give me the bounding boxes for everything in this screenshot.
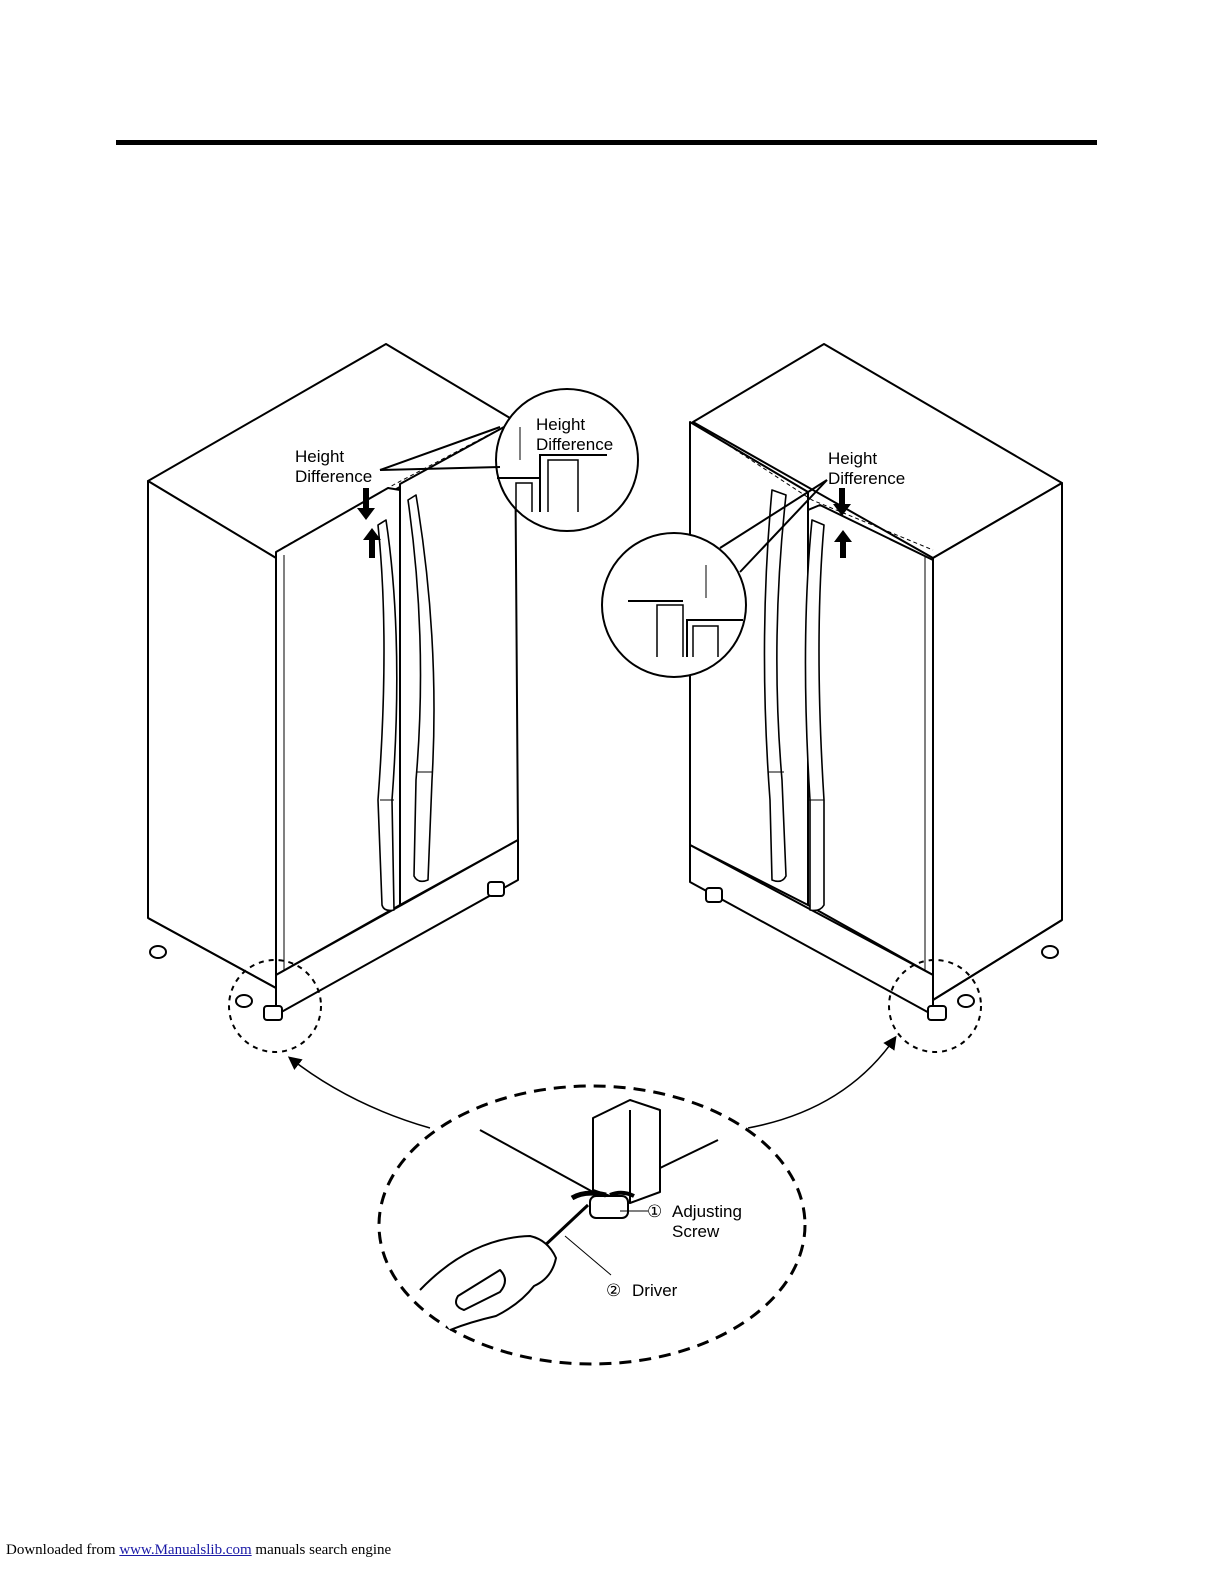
adjusting-screw-line2: Screw [672,1222,720,1241]
height-label-magnifier-line2: Difference [536,435,613,454]
adjusting-screw-number: ① [647,1202,662,1221]
height-label-magnifier-line1: Height [536,415,585,434]
height-label-right-line1: Height [828,449,877,468]
height-label-right-line2: Difference [828,469,905,488]
footer-prefix: Downloaded from [6,1542,116,1558]
driver-number: ② [606,1281,621,1300]
download-footer: Downloaded from www.Manualslib.com manua… [6,1542,391,1559]
footer-suffix: manuals search engine [255,1542,391,1558]
left-refrigerator [148,344,518,1020]
label-driver: ② Driver [606,1281,678,1300]
driver-label: Driver [632,1281,678,1300]
adjusting-screw-detail [480,1100,718,1218]
height-label-left-line2: Difference [295,467,372,486]
driver-and-hand [420,1205,648,1330]
right-refrigerator [690,344,1062,1020]
height-label-left-line1: Height [295,447,344,466]
manualslib-link[interactable]: www.Manualslib.com [119,1542,251,1558]
label-adjusting-screw: ① Adjusting Screw [647,1202,742,1241]
adjusting-screw-line1: Adjusting [672,1202,742,1221]
